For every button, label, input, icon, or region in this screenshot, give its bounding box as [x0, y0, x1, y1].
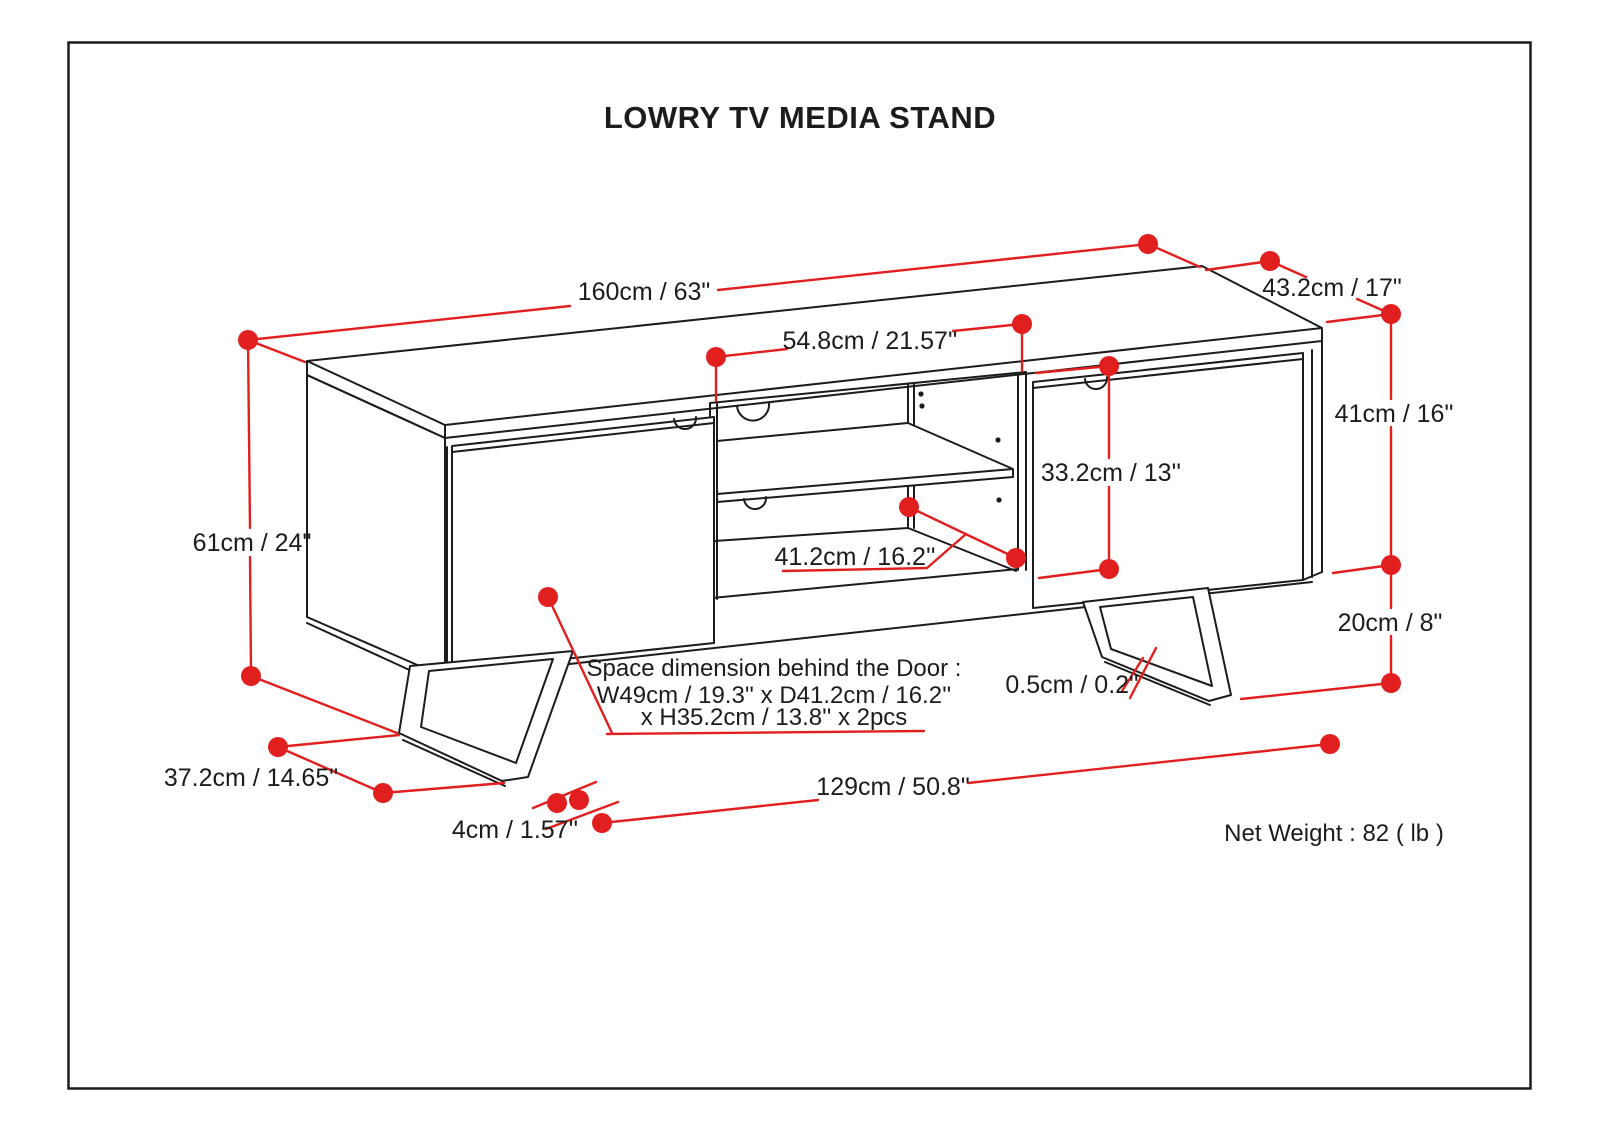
dim-line-opening-height	[1034, 364, 1111, 580]
pin-hole	[996, 497, 1002, 503]
dimension-lines	[246, 242, 1393, 831]
dim-dot	[1320, 734, 1340, 754]
dim-dot	[1006, 548, 1026, 568]
dim-label-glide-thickness: 0.5cm / 0.2''	[1005, 671, 1138, 699]
page-title: LOWRY TV MEDIA STAND	[604, 100, 996, 135]
cable-cutout-shelf	[743, 496, 768, 511]
cable-cutout-top	[736, 402, 771, 422]
right-end-panel	[1311, 340, 1323, 578]
shelf-pin-holes	[918, 391, 1002, 503]
dimension-dots	[238, 234, 1401, 833]
dim-dot	[706, 347, 726, 367]
space-note-line3: x H35.2cm / 13.8'' x 2pcs	[641, 704, 908, 731]
dim-label-cabinet-height: 41cm / 16"	[1335, 400, 1454, 428]
right-leg-inner	[1099, 596, 1213, 687]
dim-label-leg-width: 4cm / 1.57''	[452, 816, 578, 844]
dim-line-interior-depth	[781, 505, 1018, 573]
dim-label-opening-width: 54.8cm / 21.57''	[783, 327, 958, 355]
left-door	[451, 416, 715, 672]
dim-label-leg-height: 20cm / 8"	[1338, 609, 1443, 637]
dim-dot	[1381, 555, 1401, 575]
right-leg-foot-line	[1104, 661, 1211, 706]
dimension-labels: 160cm / 63" 43.2cm / 17" 41cm / 16" 54.8…	[164, 274, 1453, 844]
dim-dot	[1381, 304, 1401, 324]
dim-line-leg-depth-span	[276, 733, 506, 795]
adjustable-shelf	[716, 422, 1014, 503]
dim-label-leg-depth-span: 37.2cm / 14.65"	[164, 764, 338, 792]
dim-dot	[547, 793, 567, 813]
dim-label-leg-span: 129cm / 50.8"	[816, 773, 969, 801]
right-door-detail	[1032, 358, 1304, 391]
left-door-detail	[446, 416, 715, 673]
dim-label-overall-height: 61cm / 24"	[193, 529, 312, 557]
space-note: Space dimension behind the Door : W49cm …	[587, 655, 962, 731]
dim-line-opening-width	[714, 322, 1024, 403]
dim-label-interior-depth: 41.2cm / 16.2''	[774, 543, 935, 571]
left-leg-inner	[420, 658, 554, 764]
dim-label-opening-height: 33.2cm / 13''	[1041, 459, 1181, 487]
dim-dot	[1381, 673, 1401, 693]
dim-line-overall-depth	[1204, 259, 1393, 324]
dim-ticks-leg-width	[531, 780, 620, 831]
dim-label-overall-depth: 43.2cm / 17"	[1262, 274, 1402, 302]
space-note-line1: Space dimension behind the Door :	[587, 655, 962, 682]
net-weight-label: Net Weight : 82 ( lb )	[1224, 820, 1444, 847]
dim-dot	[899, 497, 919, 517]
space-note-line2: W49cm / 19.3'' x D41.2cm / 16.2''	[597, 682, 951, 709]
pin-hole	[995, 437, 1001, 443]
dim-line-overall-height	[246, 338, 399, 735]
left-leg-foot-line	[402, 739, 506, 787]
tv-stand-line-art	[306, 265, 1323, 787]
dim-dot	[1099, 356, 1119, 376]
dim-dot	[592, 813, 612, 833]
dim-line-overall-width	[246, 242, 1202, 364]
right-door	[1032, 352, 1304, 609]
space-note-leader	[546, 595, 926, 736]
dim-dot	[1260, 251, 1280, 271]
dim-dot	[268, 737, 288, 757]
dim-dot	[1138, 234, 1158, 254]
dim-dot	[538, 587, 558, 607]
dim-dot	[1012, 314, 1032, 334]
dim-line-leg-span	[600, 742, 1332, 825]
pin-hole	[918, 391, 924, 397]
dim-dot	[373, 783, 393, 803]
dim-label-overall-width: 160cm / 63"	[578, 278, 711, 306]
dim-dot	[1099, 559, 1119, 579]
dim-dot	[569, 790, 589, 810]
dim-dot	[238, 330, 258, 350]
dim-ticks-glide-thickness	[1120, 646, 1158, 700]
pin-hole	[919, 403, 925, 409]
dim-dot	[241, 666, 261, 686]
